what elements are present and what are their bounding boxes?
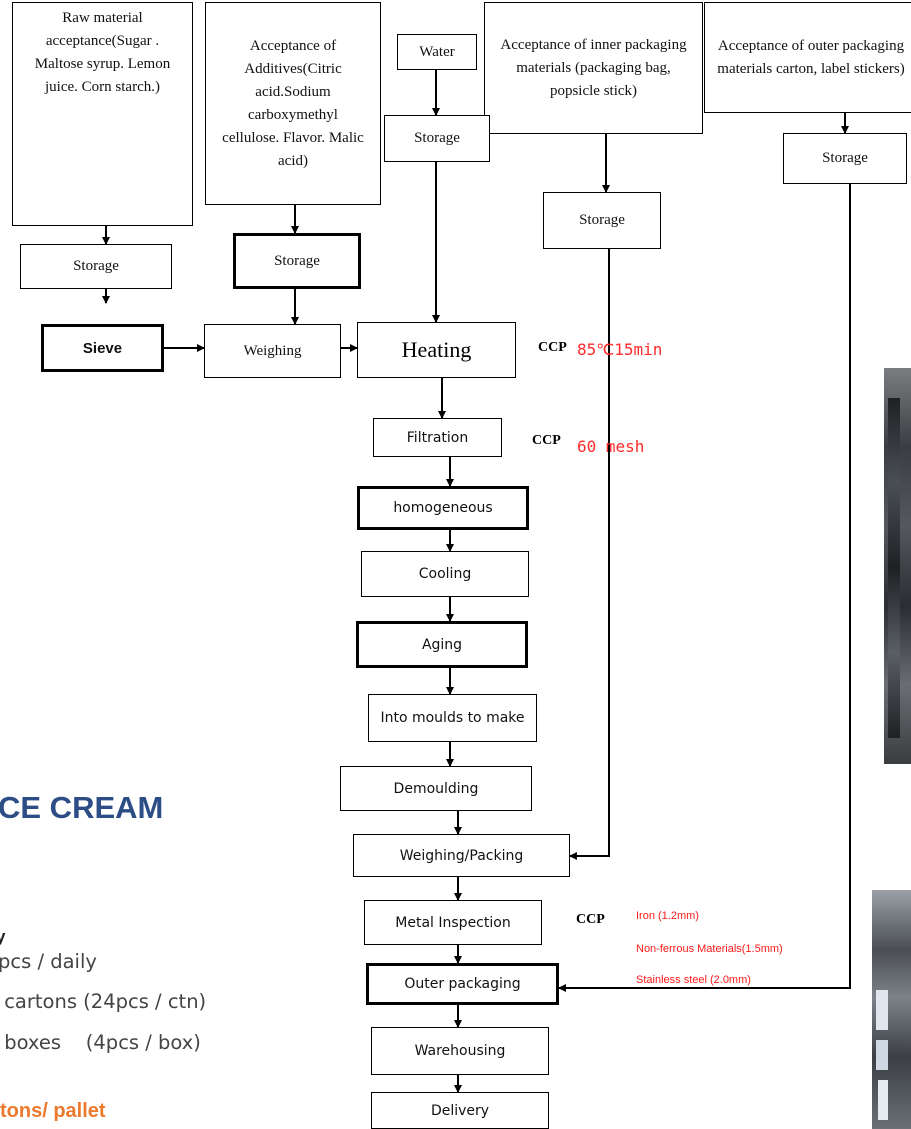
storage-label: Storage — [73, 258, 119, 274]
capacity-heading: y — [0, 927, 6, 946]
capacity-boxes: boxes (4pcs / box) — [0, 1031, 201, 1054]
outer-packaging-step-box: Outer packaging — [366, 963, 559, 1005]
inner-packaging-acceptance-box: Acceptance of inner packaging materials … — [484, 2, 703, 134]
outer-packaging-acceptance-box: Acceptance of outer packaging materials … — [704, 2, 911, 113]
additives-acceptance-box: Acceptance of Additives(Citric acid.Sodi… — [205, 2, 381, 205]
filtration-ccp-value: 60 mesh — [577, 437, 645, 456]
weighing-packing-label: Weighing/Packing — [399, 847, 524, 864]
storage-label: Storage — [414, 130, 460, 146]
into-moulds-label: Into moulds to make — [380, 710, 525, 726]
capacity-cartons: cartons (24pcs / ctn) — [0, 990, 207, 1013]
aging-box: Aging — [356, 621, 528, 668]
demoulding-box: Demoulding — [340, 766, 532, 811]
demoulding-label: Demoulding — [393, 780, 479, 797]
inner-packaging-acceptance-label: Acceptance of inner packaging materials … — [500, 36, 687, 99]
capacity-pallet: tons/ pallet — [0, 1100, 106, 1122]
metal-ccp-label: CCP — [576, 912, 605, 927]
weighing-packing-box: Weighing/Packing — [353, 834, 570, 877]
sieve-label: Sieve — [82, 339, 123, 357]
aging-label: Aging — [421, 636, 463, 653]
weighing-box: Weighing — [204, 324, 341, 378]
raw-material-acceptance-label: Raw material acceptance(Sugar . Maltose … — [34, 10, 171, 95]
homogeneous-label: homogeneous — [393, 500, 493, 516]
cooling-box: Cooling — [361, 551, 529, 597]
warehousing-box: Warehousing — [371, 1027, 549, 1075]
product-title: CE CREAM — [0, 790, 164, 825]
metal-ccp-nonferrous: Non-ferrous Materials(1.5mm) — [636, 943, 783, 955]
outer-packaging-step-label: Outer packaging — [404, 976, 521, 992]
inner-packaging-storage-box: Storage — [543, 192, 661, 249]
homogeneous-box: homogeneous — [357, 486, 529, 530]
water-label: Water — [419, 43, 455, 60]
metal-ccp-stainless: Stainless steel (2.0mm) — [636, 974, 751, 986]
additives-storage-box: Storage — [233, 233, 361, 289]
raw-material-acceptance-box: Raw material acceptance(Sugar . Maltose … — [12, 2, 193, 226]
metal-inspection-box: Metal Inspection — [364, 900, 542, 945]
filtration-label: Filtration — [406, 429, 469, 446]
metal-ccp-iron: Iron (1.2mm) — [636, 910, 699, 922]
outer-packaging-acceptance-label: Acceptance of outer packaging materials … — [717, 37, 905, 77]
storage-label: Storage — [822, 150, 868, 166]
heating-box: Heating — [357, 322, 516, 378]
delivery-label: Delivery — [430, 1102, 490, 1119]
weighing-label: Weighing — [243, 342, 302, 359]
storage-label: Storage — [579, 212, 625, 228]
warehousing-label: Warehousing — [414, 1043, 506, 1059]
heating-ccp-label: CCP — [538, 340, 567, 355]
sieve-box: Sieve — [41, 324, 164, 372]
water-storage-box: Storage — [384, 115, 490, 162]
raw-material-storage-box: Storage — [20, 244, 172, 289]
heating-ccp-value: 85℃15min — [577, 340, 663, 359]
heating-label: Heating — [401, 337, 472, 362]
storage-label: Storage — [274, 252, 320, 269]
metal-inspection-label: Metal Inspection — [395, 914, 511, 931]
capacity-daily: pcs / daily — [0, 950, 97, 973]
additives-acceptance-label: Acceptance of Additives(Citric acid.Sodi… — [222, 37, 364, 169]
into-moulds-box: Into moulds to make — [368, 694, 537, 742]
outer-packaging-storage-box: Storage — [783, 133, 907, 184]
filtration-box: Filtration — [373, 418, 502, 457]
filtration-ccp-label: CCP — [532, 433, 561, 448]
factory-photo-bottom — [872, 890, 911, 1129]
delivery-box: Delivery — [371, 1092, 549, 1129]
factory-photo-top — [884, 368, 911, 764]
water-box: Water — [397, 34, 477, 70]
cooling-label: Cooling — [418, 566, 472, 582]
